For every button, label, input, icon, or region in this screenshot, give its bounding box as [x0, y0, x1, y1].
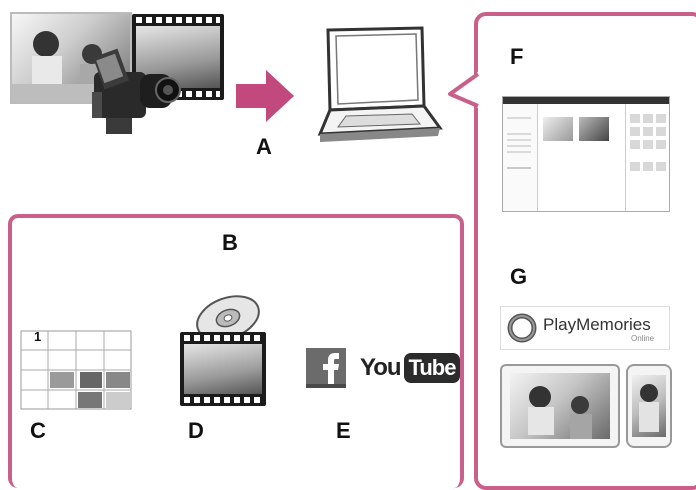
screenshot-thumb-2	[579, 117, 609, 141]
screenshot-titlebar	[503, 97, 669, 104]
facebook-icon	[306, 348, 346, 388]
youtube-tube: Tube	[403, 353, 461, 383]
laptop-icon	[317, 26, 443, 142]
calendar-view: 1	[20, 329, 132, 410]
calendar-number: 1	[34, 329, 42, 344]
transfer-arrow-icon	[236, 70, 294, 122]
label-g: G	[510, 264, 528, 289]
label-b: B	[222, 230, 238, 255]
screenshot-sidebar	[503, 104, 538, 211]
smartphone-screen	[632, 375, 666, 437]
tablet-icon	[500, 364, 620, 448]
camcorder-icon	[92, 48, 181, 134]
playmemories-logo: PlayMemories Online	[500, 306, 670, 350]
label-f: F	[510, 44, 524, 69]
screenshot-panel	[625, 104, 669, 211]
callout-notch	[448, 72, 480, 108]
youtube-you: You	[360, 354, 402, 381]
film-strip-d	[180, 332, 266, 406]
screenshot-thumb-1	[543, 117, 573, 141]
smartphone-icon	[626, 364, 672, 448]
youtube-logo: You Tube	[360, 350, 461, 386]
tablet-screen	[510, 373, 610, 439]
playmemories-title: PlayMemories	[543, 315, 651, 334]
calendar-grid	[20, 330, 132, 410]
playmemories-ring-icon	[507, 313, 537, 343]
frame-b	[8, 214, 464, 488]
playmemories-subtitle: Online	[631, 334, 655, 343]
software-screenshot	[502, 96, 670, 212]
label-c: C	[30, 418, 46, 443]
label-e: E	[336, 418, 351, 443]
label-d: D	[188, 418, 204, 443]
label-a: A	[256, 134, 272, 159]
